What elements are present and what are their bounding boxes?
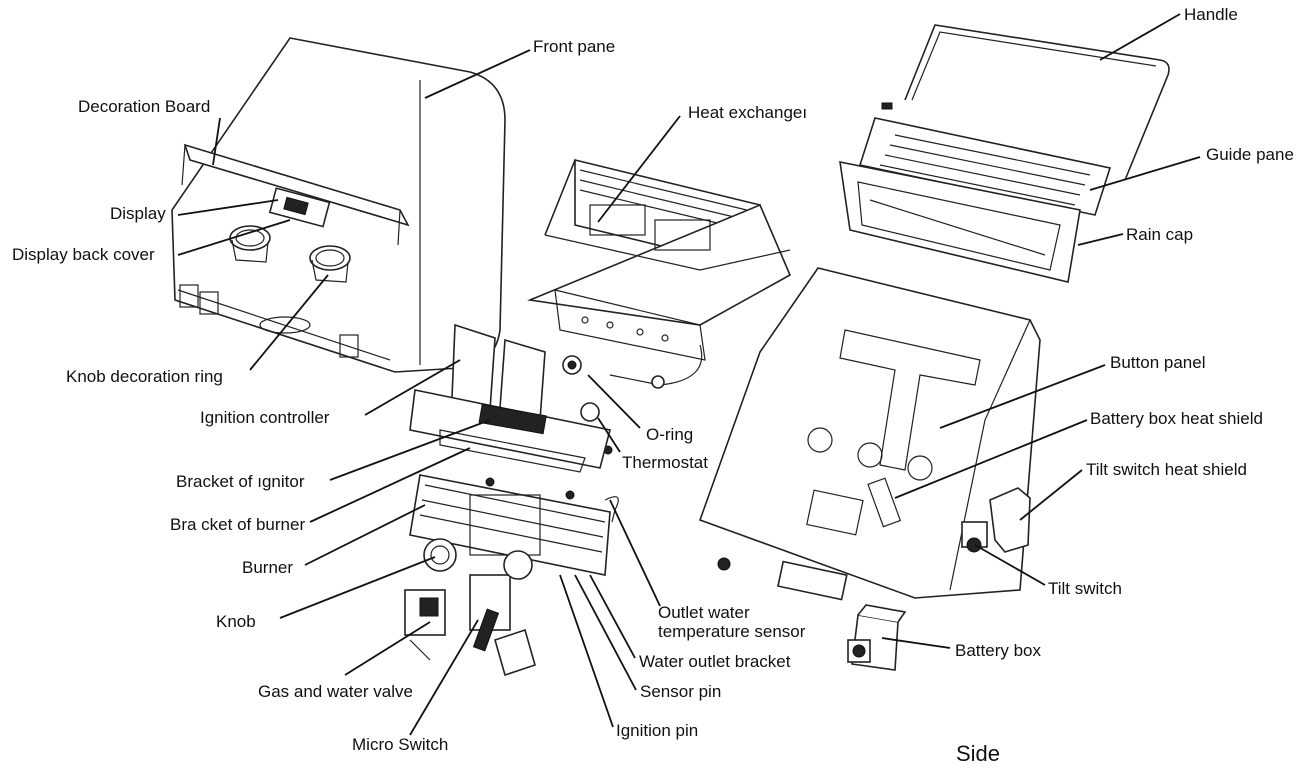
label-gas-and-water-valve: Gas and water valve xyxy=(258,682,413,701)
guide-panel-part xyxy=(858,117,1112,216)
knob-decoration-rings xyxy=(229,225,351,283)
label-battery-box: Battery box xyxy=(955,641,1041,660)
burner-part xyxy=(409,474,611,576)
label-outlet-water-sensor-2: temperature sensor xyxy=(658,622,806,641)
tilt-switch-part xyxy=(961,521,988,553)
label-button-panel: Button panel xyxy=(1110,353,1205,372)
label-tilt-switch-heat-shield: Tilt switch heat shield xyxy=(1086,460,1247,479)
label-micro-switch: Micro Switch xyxy=(352,735,448,754)
display-part xyxy=(268,187,331,228)
label-heat-exchanger: Heat exchangeı xyxy=(688,103,807,122)
back-panel-part xyxy=(698,267,1041,601)
handle-part xyxy=(881,24,1170,181)
ignition-controller-part xyxy=(409,323,611,469)
battery-box-part xyxy=(847,604,907,671)
label-sensor-pin: Sensor pin xyxy=(640,682,721,701)
leader-lines xyxy=(177,13,1201,736)
gas-and-water-valve-part xyxy=(404,538,536,677)
label-guide-panel: Guide pane xyxy=(1206,145,1294,164)
heat-exchanger-part xyxy=(527,158,792,386)
tilt-switch-heat-shield-part xyxy=(989,487,1031,553)
label-bracket-of-burner: Bra cket of burner xyxy=(170,515,305,534)
label-handle: Handle xyxy=(1184,5,1238,24)
label-o-ring: O-ring xyxy=(646,425,693,444)
label-decoration-board: Decoration Board xyxy=(78,97,210,116)
label-display-back-cover: Display back cover xyxy=(12,245,155,264)
label-display: Display xyxy=(110,204,166,223)
label-tilt-switch: Tilt switch xyxy=(1048,579,1122,598)
label-rain-cap: Rain cap xyxy=(1126,225,1193,244)
o-ring-part xyxy=(562,355,665,389)
label-burner: Burner xyxy=(242,558,293,577)
label-outlet-water-sensor-1: Outlet water xyxy=(658,603,750,622)
label-battery-box-heat-shield: Battery box heat shield xyxy=(1090,409,1263,428)
bracket-of-ignitor-part xyxy=(439,429,586,473)
decoration-board-part xyxy=(181,143,410,246)
label-water-outlet-bracket: Water outlet bracket xyxy=(639,652,791,671)
label-knob: Knob xyxy=(216,612,256,631)
label-bracket-of-ignitor: Bracket of ıgnitor xyxy=(176,472,305,491)
label-knob-decoration-ring: Knob decoration ring xyxy=(66,367,223,386)
label-side: Side xyxy=(956,741,1000,765)
label-ignition-pin: Ignition pin xyxy=(616,721,698,740)
label-front-pane: Front pane xyxy=(533,37,615,56)
rain-cap-part xyxy=(839,160,1081,283)
label-ignition-controller: Ignition controller xyxy=(200,408,330,427)
label-thermostat: Thermostat xyxy=(622,453,708,472)
